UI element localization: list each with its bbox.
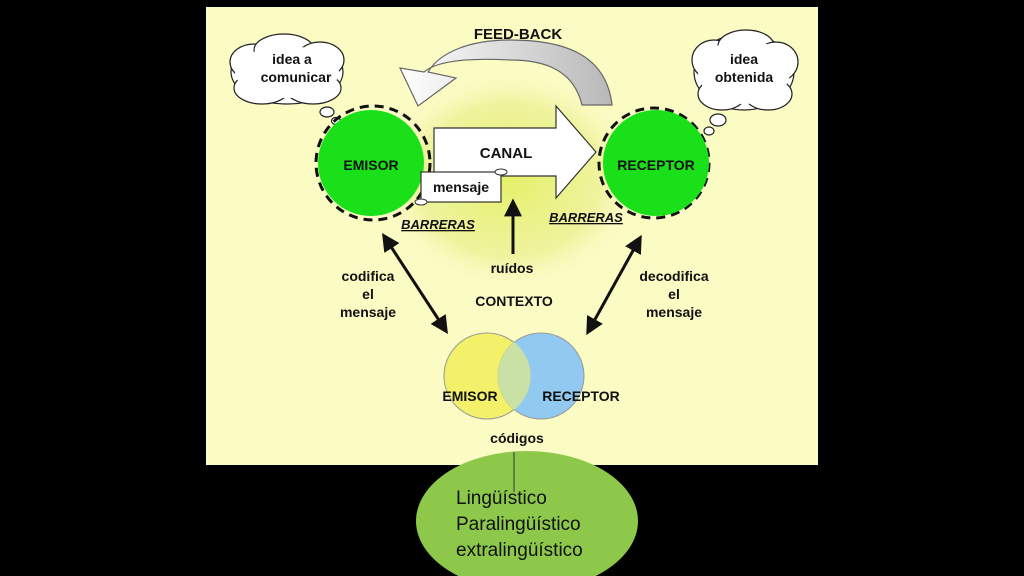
code-receiver-label: RECEPTOR — [542, 388, 620, 404]
sender-barrier-ring — [314, 104, 432, 222]
encode-arrow — [382, 232, 448, 335]
message-label: mensaje — [433, 179, 489, 195]
thought-sender-line2: comunicar — [261, 69, 332, 85]
decode-line1: decodifica — [639, 268, 708, 284]
barriers-right-label: BARRERAS — [549, 210, 623, 225]
decode-arrow — [586, 234, 642, 336]
decode-line3: mensaje — [646, 304, 702, 320]
thought-receiver-line1: idea — [730, 51, 758, 67]
message-scroll — [414, 168, 508, 206]
feedback-arrow — [398, 39, 613, 107]
sender-circle — [318, 110, 424, 216]
context-label: CONTEXTO — [475, 293, 553, 309]
thought-bubble-receiver — [691, 29, 799, 136]
receiver-circle — [603, 110, 709, 216]
encode-line2: el — [362, 286, 374, 302]
code-type-linguistic: Lingüístico — [456, 488, 547, 509]
code-types-oval — [416, 451, 638, 576]
decode-line2: el — [668, 286, 680, 302]
feedback-label: FEED-BACK — [474, 26, 562, 43]
sender-label: EMISOR — [343, 157, 398, 173]
barriers-left-label: BARRERAS — [401, 217, 475, 232]
code-type-paralinguistic: Paralingüístico — [456, 514, 581, 535]
codes-label: códigos — [490, 430, 544, 446]
encode-line3: mensaje — [340, 304, 396, 320]
code-type-extralinguistic: extralingüístico — [456, 540, 583, 561]
thought-sender-line1: idea a — [272, 51, 312, 67]
thought-bubble-sender — [229, 33, 345, 126]
receiver-label: RECEPTOR — [617, 157, 695, 173]
noise-label: ruídos — [491, 260, 534, 276]
thought-receiver-line2: obtenida — [715, 69, 774, 85]
code-types-list: Lingüístico Paralingüístico extralingüís… — [456, 486, 626, 564]
encode-line1: codifica — [342, 268, 395, 284]
code-sender-label: EMISOR — [442, 388, 497, 404]
code-overlap — [497, 342, 531, 410]
channel-label: CANAL — [480, 145, 533, 162]
